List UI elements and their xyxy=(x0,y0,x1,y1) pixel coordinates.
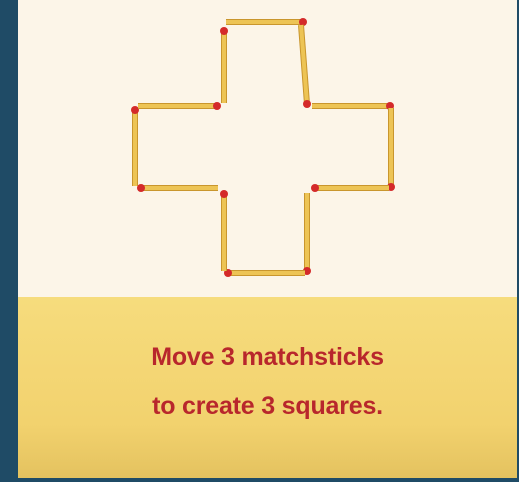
matchstick-8[interactable] xyxy=(220,190,228,271)
matchstick-head-10 xyxy=(131,106,139,114)
matchstick-head-9 xyxy=(137,184,145,192)
matchstick-3[interactable] xyxy=(312,102,394,110)
matchstick-11[interactable] xyxy=(138,102,221,110)
matchstick-12[interactable] xyxy=(220,27,228,103)
matchstick-4[interactable] xyxy=(387,108,395,191)
matchstick-7[interactable] xyxy=(224,269,305,277)
matchstick-9[interactable] xyxy=(137,184,218,192)
matchstick-1[interactable] xyxy=(226,18,307,26)
matchstick-cross-figure xyxy=(18,0,517,297)
puzzle-card: Move 3 matchsticks to create 3 squares. xyxy=(18,0,517,478)
caption-panel xyxy=(18,297,517,478)
matchstick-5[interactable] xyxy=(311,184,389,192)
caption-line-2: to create 3 squares. xyxy=(18,392,517,421)
matchstick-2[interactable] xyxy=(301,25,311,108)
matchstick-head-11 xyxy=(213,102,221,110)
matchstick-head-2 xyxy=(303,100,311,108)
matchstick-head-8 xyxy=(220,190,228,198)
matchstick-head-5 xyxy=(311,184,319,192)
matchstick-6[interactable] xyxy=(303,193,311,275)
matchstick-10[interactable] xyxy=(131,106,139,186)
puzzle-board xyxy=(18,0,517,297)
caption-line-1: Move 3 matchsticks xyxy=(18,343,517,372)
matchstick-head-1 xyxy=(299,18,307,26)
matchstick-head-12 xyxy=(220,27,228,35)
